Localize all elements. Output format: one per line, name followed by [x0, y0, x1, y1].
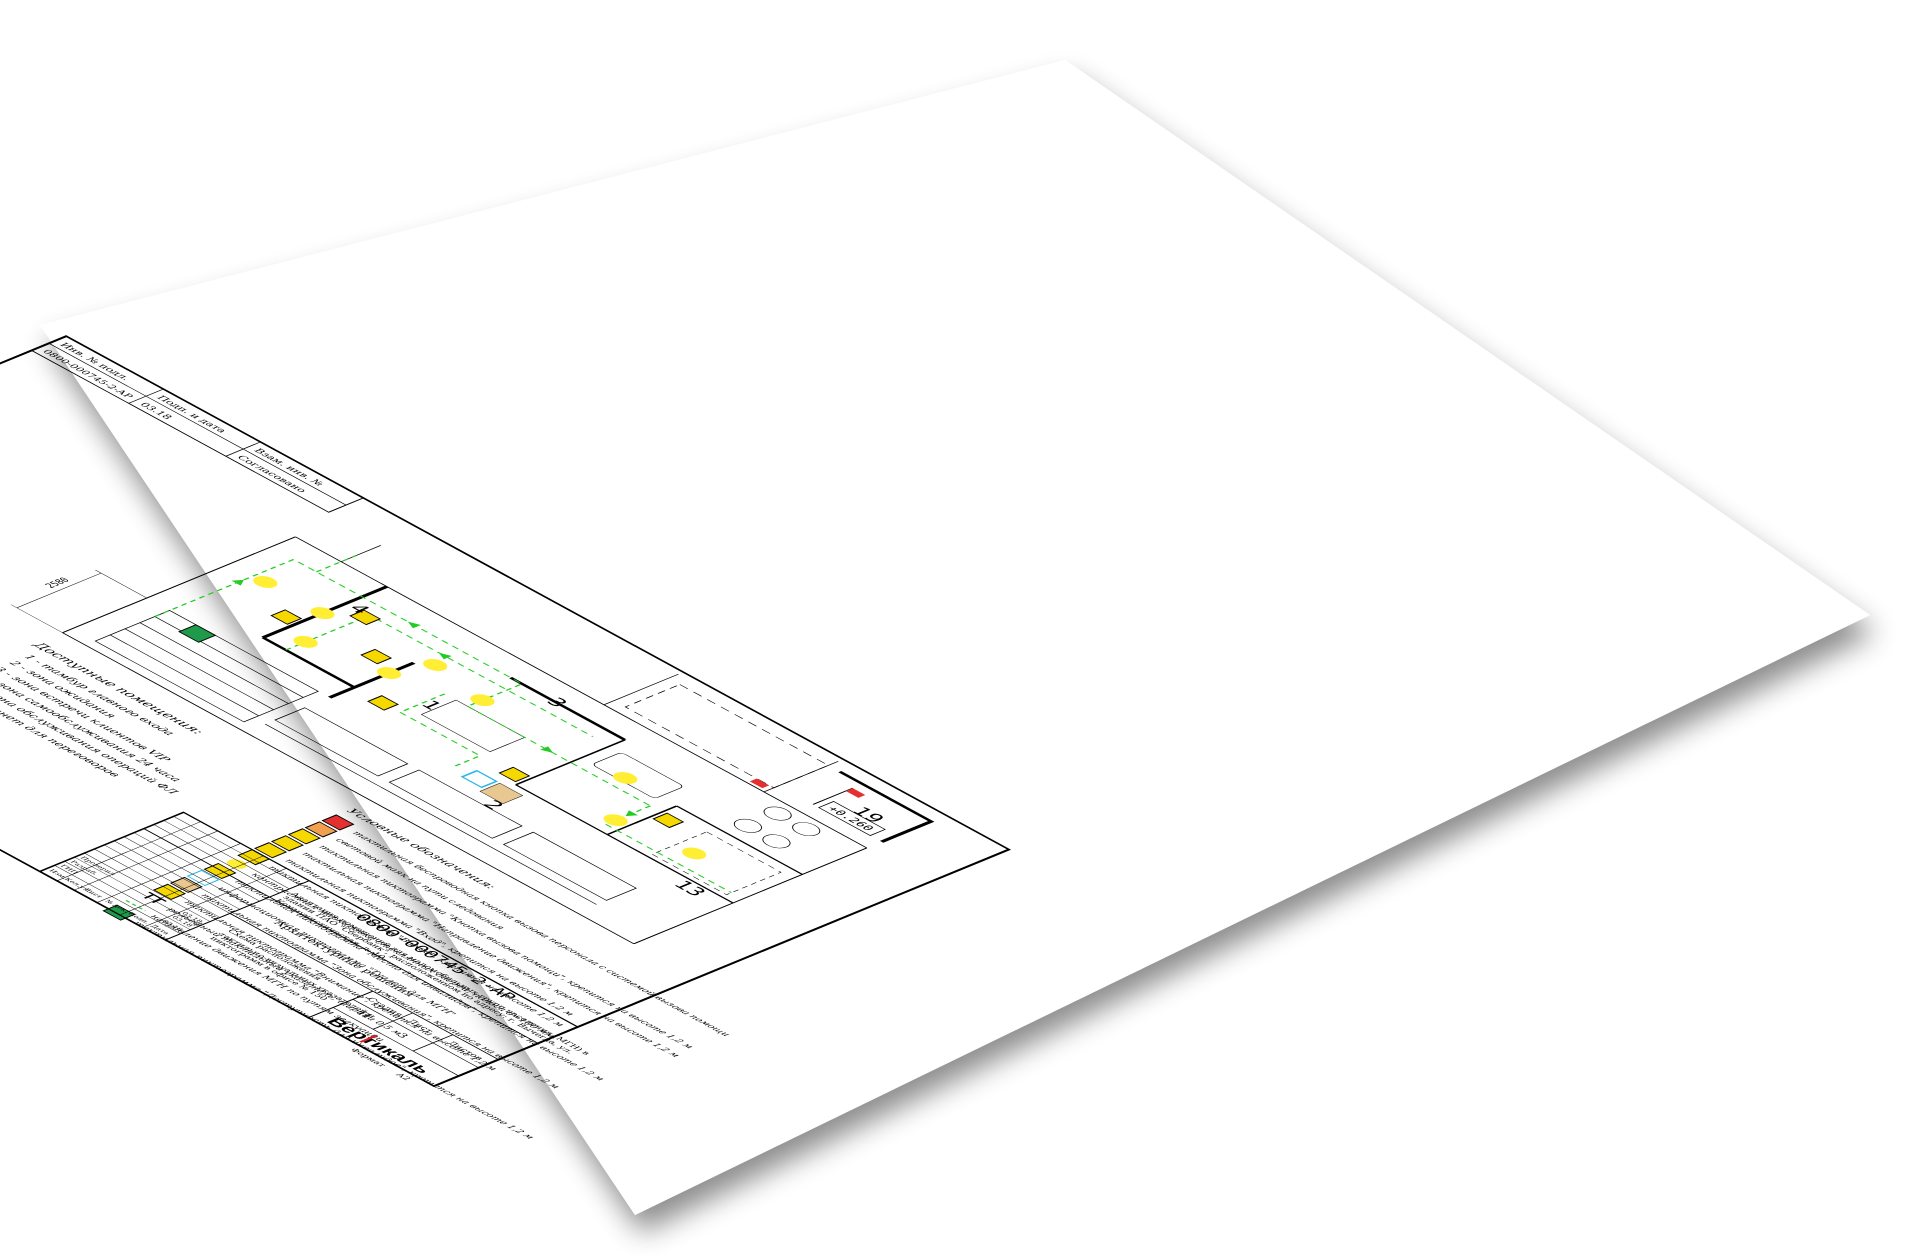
- tactile-strip-icon: [479, 782, 524, 805]
- call-pictogram-icon: [287, 828, 321, 845]
- plan-markers: [178, 576, 866, 860]
- wheelchair-icon: [178, 624, 217, 643]
- beacon-icon: [304, 821, 338, 838]
- tb-header: Изм.: [47, 869, 69, 880]
- floor-plan: [10, 536, 935, 945]
- stage-value: П: [354, 1010, 374, 1019]
- entrance-icon: [254, 842, 288, 859]
- tb-header: Дата: [149, 924, 172, 936]
- toilet-icon: [460, 769, 499, 789]
- entrance-icon: [360, 648, 393, 665]
- accessibility-icon: [102, 904, 136, 921]
- wheelchair-icon: [203, 862, 237, 880]
- contrast-circle-icon: [310, 607, 335, 620]
- format-value: А2: [394, 1072, 413, 1081]
- tb-header: Лист: [81, 887, 104, 899]
- contrast-circle-icon: [293, 635, 318, 648]
- exit-icon: [270, 609, 303, 625]
- title-block: [38, 811, 580, 1087]
- service-icon: [498, 766, 531, 783]
- direction-icon: [349, 609, 382, 626]
- contrast-circle-icon: [470, 694, 495, 707]
- service-icon: [169, 876, 203, 893]
- rooms-legend: Доступные помещения: 1 - тамбур главного…: [0, 641, 206, 796]
- contrast-circle-icon: [613, 772, 638, 784]
- tactile-strip-icon: [143, 891, 167, 904]
- sheet-value: 3: [394, 1031, 412, 1039]
- attention-icon: [366, 695, 399, 711]
- role-label: ГИП: [58, 864, 80, 875]
- contrast-circle-icon: [376, 667, 402, 680]
- call-button-icon: [749, 778, 770, 789]
- contrast-circle-icon: [603, 814, 628, 827]
- contrast-circle-icon: [253, 576, 278, 588]
- toilet-icon: [186, 869, 220, 886]
- attention-icon: [152, 883, 187, 900]
- logo-accent: [359, 1034, 379, 1043]
- direction-icon: [270, 835, 305, 852]
- drawing-frame: [0, 335, 1012, 1088]
- contrast-circle-icon: [423, 659, 448, 671]
- paper: [40, 60, 1870, 1215]
- call-pictogram-icon: [652, 812, 685, 829]
- dimension-value: 2580: [43, 576, 73, 590]
- contrast-circle-icon: [682, 847, 707, 860]
- arrow-path-icon: [125, 900, 147, 912]
- yellow-circle-icon: [227, 859, 247, 869]
- call-button-icon: [321, 814, 355, 831]
- call-button-icon: [845, 788, 866, 798]
